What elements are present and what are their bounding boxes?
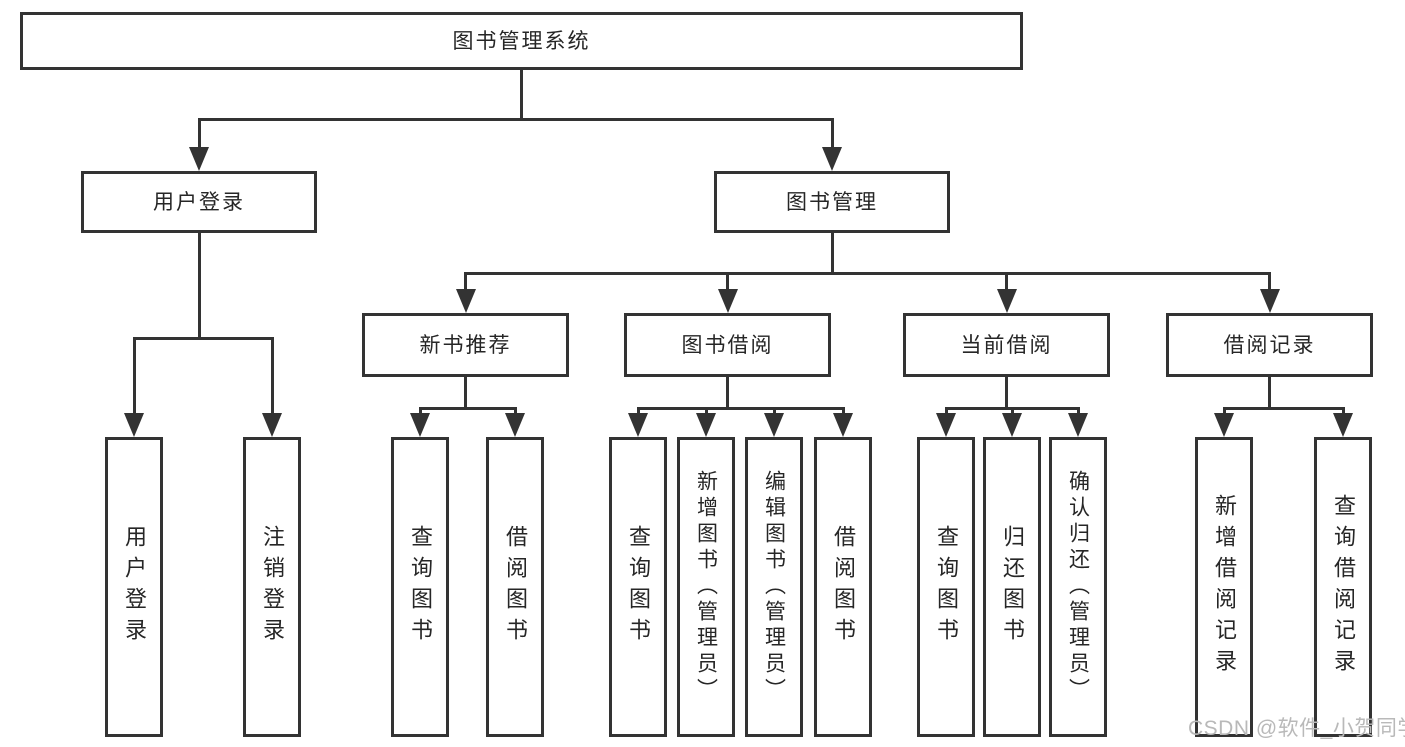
- arrow-down-icon: [1260, 289, 1280, 313]
- section-node-label: 借阅记录: [1223, 333, 1316, 357]
- arrow-down-icon: [936, 413, 956, 437]
- leaf-node-logout: 注销登录: [243, 437, 301, 737]
- arrow-down-icon: [1333, 413, 1353, 437]
- leaf-node-label: 归还图书: [1000, 525, 1025, 649]
- connector-vline: [1077, 410, 1080, 413]
- leaf-node-label: 用户登录: [122, 525, 147, 649]
- leaf-node-query-borrow-record: 查询借阅记录: [1314, 437, 1372, 737]
- connector-vline: [726, 275, 729, 289]
- connector-vline: [520, 70, 523, 118]
- leaf-node-edit-books-admin: 编辑图书（管理员）: [745, 437, 803, 737]
- arrow-down-icon: [1002, 413, 1022, 437]
- connector-hline: [637, 407, 845, 410]
- arrow-down-icon: [1068, 413, 1088, 437]
- connector-vline: [464, 377, 467, 410]
- leaf-node-label: 新增图书（管理员）: [694, 470, 718, 704]
- connector-vline: [831, 233, 834, 275]
- connector-vline: [464, 275, 467, 289]
- arrow-down-icon: [1214, 413, 1234, 437]
- connector-hline: [419, 407, 517, 410]
- leaf-node-query-books-2: 查询图书: [609, 437, 667, 737]
- connector-vline: [1342, 410, 1345, 413]
- arrow-down-icon: [822, 147, 842, 171]
- arrow-down-icon: [696, 413, 716, 437]
- connector-vline: [1011, 410, 1014, 413]
- section-node-borrow-records: 借阅记录: [1166, 313, 1373, 377]
- leaf-node-borrow-books-2: 借阅图书: [814, 437, 872, 737]
- connector-vline: [842, 410, 845, 413]
- connector-vline: [831, 121, 834, 147]
- leaf-node-confirm-return-admin: 确认归还（管理员）: [1049, 437, 1107, 737]
- watermark: CSDN @软件_小贺同学: [1188, 717, 1405, 740]
- leaf-node-label: 查询借阅记录: [1331, 494, 1356, 680]
- connector-hline: [1223, 407, 1345, 410]
- leaf-node-label: 编辑图书（管理员）: [762, 470, 786, 704]
- connector-vline: [514, 410, 517, 413]
- section-node-book-borrow: 图书借阅: [624, 313, 831, 377]
- connector-hline: [945, 407, 1080, 410]
- branch-node-user-login: 用户登录: [81, 171, 317, 233]
- connector-vline: [271, 340, 274, 413]
- leaf-node-user-login: 用户登录: [105, 437, 163, 737]
- arrow-down-icon: [718, 289, 738, 313]
- section-node-new-book-recommend: 新书推荐: [362, 313, 569, 377]
- connector-vline: [637, 410, 640, 413]
- root-node-library-system: 图书管理系统: [20, 12, 1023, 70]
- connector-hline: [198, 118, 834, 121]
- arrow-down-icon: [505, 413, 525, 437]
- connector-vline: [1223, 410, 1226, 413]
- leaf-node-label: 借阅图书: [503, 525, 528, 649]
- connector-vline: [198, 233, 201, 340]
- branch-node-label: 图书管理: [786, 190, 878, 214]
- arrow-down-icon: [456, 289, 476, 313]
- connector-hline: [133, 337, 274, 340]
- branch-node-label: 用户登录: [153, 190, 245, 214]
- connector-hline: [464, 272, 1271, 275]
- leaf-node-query-books-1: 查询图书: [391, 437, 449, 737]
- leaf-node-label: 注销登录: [260, 525, 285, 649]
- leaf-node-label: 查询图书: [626, 525, 651, 649]
- leaf-node-return-books: 归还图书: [983, 437, 1041, 737]
- leaf-node-query-books-3: 查询图书: [917, 437, 975, 737]
- connector-vline: [773, 410, 776, 413]
- root-node-label: 图书管理系统: [452, 29, 591, 53]
- connector-vline: [705, 410, 708, 413]
- connector-vline: [198, 121, 201, 147]
- leaf-node-add-books-admin: 新增图书（管理员）: [677, 437, 735, 737]
- connector-vline: [726, 377, 729, 410]
- leaf-node-borrow-books-1: 借阅图书: [486, 437, 544, 737]
- arrow-down-icon: [628, 413, 648, 437]
- section-node-label: 当前借阅: [960, 333, 1053, 357]
- section-node-label: 图书借阅: [681, 333, 774, 357]
- connector-vline: [1268, 275, 1271, 289]
- leaf-node-label: 借阅图书: [831, 525, 856, 649]
- arrow-down-icon: [189, 147, 209, 171]
- branch-node-book-management: 图书管理: [714, 171, 950, 233]
- connector-vline: [133, 340, 136, 413]
- connector-vline: [419, 410, 422, 413]
- connector-vline: [1005, 377, 1008, 410]
- leaf-node-add-borrow-record: 新增借阅记录: [1195, 437, 1253, 737]
- arrow-down-icon: [410, 413, 430, 437]
- section-node-label: 新书推荐: [419, 333, 512, 357]
- leaf-node-label: 新增借阅记录: [1212, 494, 1237, 680]
- arrow-down-icon: [997, 289, 1017, 313]
- leaf-node-label: 查询图书: [408, 525, 433, 649]
- connector-vline: [1268, 377, 1271, 410]
- arrow-down-icon: [124, 413, 144, 437]
- section-node-current-borrow: 当前借阅: [903, 313, 1110, 377]
- leaf-node-label: 查询图书: [934, 525, 959, 649]
- leaf-node-label: 确认归还（管理员）: [1066, 470, 1090, 704]
- arrow-down-icon: [833, 413, 853, 437]
- arrow-down-icon: [764, 413, 784, 437]
- arrow-down-icon: [262, 413, 282, 437]
- connector-vline: [1005, 275, 1008, 289]
- connector-vline: [945, 410, 948, 413]
